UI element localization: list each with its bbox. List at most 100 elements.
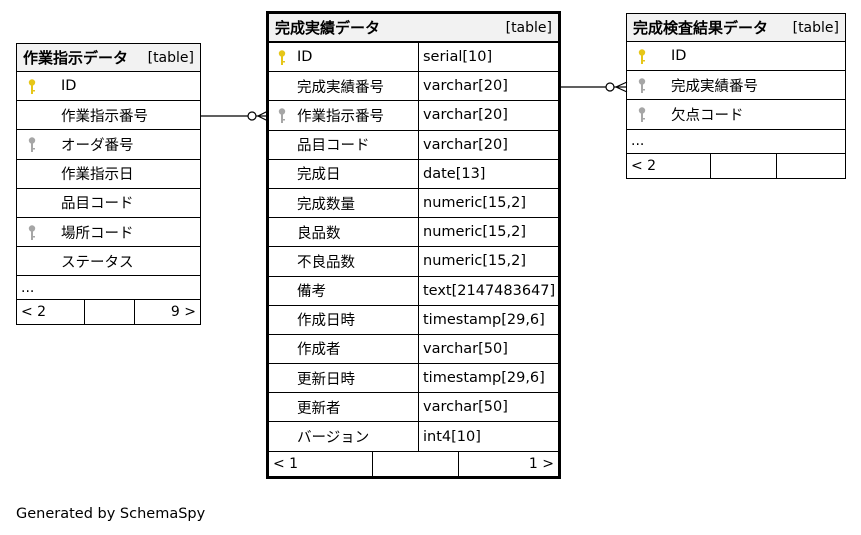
column-name-cell: 作成日時 <box>269 306 418 334</box>
more-columns[interactable]: ... <box>17 276 200 301</box>
column-name: 品目コード <box>61 196 134 213</box>
column-name: 完成実績番号 <box>297 79 384 96</box>
column-type: timestamp[29,6] <box>423 311 545 328</box>
children-count[interactable]: 1 > <box>528 455 554 472</box>
column-name: 作業指示番号 <box>297 108 384 125</box>
table-row[interactable]: ID <box>627 42 845 72</box>
column-name: 作成者 <box>297 342 341 359</box>
column-name-cell: 作業指示番号 <box>17 101 200 129</box>
column-name-cell: 品目コード <box>17 189 200 217</box>
table-kansei-kensa-kekka[interactable]: 完成検査結果データ [table] ID 完成実績番号欠点コード ... < 2 <box>626 13 846 179</box>
table-row[interactable]: 更新者 varchar[50] <box>269 393 558 423</box>
column-type-cell: numeric[15,2] <box>418 247 558 276</box>
generated-by-label: Generated by SchemaSpy <box>16 506 206 522</box>
table-row[interactable]: 完成実績番号 <box>627 71 845 101</box>
crows-foot-icon <box>257 110 269 117</box>
table-row[interactable]: 品目コード <box>17 189 200 218</box>
table-row[interactable]: 作業指示番号 <box>17 101 200 131</box>
table-row[interactable]: ステータス <box>17 247 200 277</box>
column-name-cell: 不良品数 <box>269 247 418 275</box>
column-type: varchar[50] <box>423 340 508 357</box>
column-type-cell: timestamp[29,6] <box>418 305 558 334</box>
table-footer: < 2 9 > <box>17 300 200 325</box>
column-type-cell: varchar[50] <box>418 393 558 422</box>
column-name-cell: 完成実績番号 <box>269 72 418 100</box>
relationship-right[interactable] <box>561 81 628 93</box>
column-type: serial[10] <box>423 49 493 66</box>
column-name-cell: 完成日 <box>269 160 418 188</box>
column-type-cell: int4[10] <box>418 422 558 451</box>
children-count[interactable]: 9 > <box>170 304 196 321</box>
column-type: varchar[20] <box>423 78 508 95</box>
foreign-key-icon <box>278 108 286 124</box>
column-name: 良品数 <box>297 225 341 242</box>
footer-spacer <box>373 451 459 476</box>
relationship-left[interactable] <box>201 110 269 122</box>
column-name-cell: 完成実績番号 <box>627 71 845 99</box>
table-row[interactable]: 欠点コード <box>627 100 845 130</box>
column-name-cell: 欠点コード <box>627 100 845 128</box>
column-name-cell: ID <box>17 72 200 100</box>
table-row[interactable]: 完成数量 numeric[15,2] <box>269 188 558 219</box>
table-row[interactable]: 不良品数 numeric[15,2] <box>269 247 558 277</box>
column-name: 完成実績番号 <box>671 78 758 95</box>
table-row[interactable]: ID serial[10] <box>269 43 558 73</box>
table-row[interactable]: 完成実績番号 varchar[20] <box>269 72 558 102</box>
parents-count[interactable]: < 2 <box>627 153 711 178</box>
primary-key-icon <box>28 79 36 94</box>
column-name: 不良品数 <box>297 254 355 271</box>
parents-count[interactable]: < 1 <box>269 451 373 476</box>
footer-spacer <box>85 300 135 325</box>
column-type-cell: serial[10] <box>418 43 558 72</box>
column-name: 完成数量 <box>297 196 355 213</box>
column-name-cell: 完成数量 <box>269 189 418 217</box>
column-name-cell: 備考 <box>269 277 418 305</box>
foreign-key-icon <box>638 78 646 94</box>
table-row[interactable]: ID <box>17 72 200 102</box>
table-row[interactable]: オーダ番号 <box>17 130 200 160</box>
table-kind: [table] <box>147 49 194 66</box>
column-name: ステータス <box>61 254 134 271</box>
parents-count[interactable]: < 2 <box>17 300 85 325</box>
more-columns[interactable]: ... <box>627 130 845 154</box>
column-type-cell: text[2147483647] <box>418 276 558 305</box>
column-name-cell: 場所コード <box>17 218 200 246</box>
column-type: varchar[20] <box>423 136 508 153</box>
column-type-cell: numeric[15,2] <box>418 218 558 247</box>
column-type-cell: varchar[50] <box>418 334 558 364</box>
column-name-cell: 作業指示番号 <box>269 101 418 129</box>
table-kind: [table] <box>792 19 839 36</box>
zero-optional-icon <box>247 111 257 121</box>
table-name: 作業指示データ <box>23 49 129 67</box>
column-name: 作成日時 <box>297 313 355 330</box>
table-row[interactable]: 場所コード <box>17 218 200 248</box>
column-name-cell: 作成者 <box>269 335 418 363</box>
table-row[interactable]: 作業指示日 <box>17 160 200 189</box>
column-name: 更新者 <box>297 400 341 417</box>
table-row[interactable]: 作成日時 timestamp[29,6] <box>269 305 558 335</box>
table-name: 完成検査結果データ <box>633 19 769 37</box>
table-header: 作業指示データ [table] <box>17 44 200 72</box>
column-name: 更新日時 <box>297 371 355 388</box>
foreign-key-icon <box>638 107 646 123</box>
column-type: text[2147483647] <box>423 282 556 299</box>
table-row[interactable]: 良品数 numeric[15,2] <box>269 218 558 248</box>
table-row[interactable]: 完成日 date[13] <box>269 159 558 189</box>
column-type: date[13] <box>423 165 486 182</box>
column-type: numeric[15,2] <box>423 195 526 212</box>
column-type-cell: varchar[20] <box>418 130 558 159</box>
column-name-cell: 更新日時 <box>269 364 418 392</box>
table-row[interactable]: 備考 text[2147483647] <box>269 276 558 306</box>
column-name: ID <box>297 49 313 66</box>
table-row[interactable]: 作成者 varchar[50] <box>269 334 558 365</box>
footer-spacer <box>711 153 777 178</box>
column-name-cell: ID <box>627 42 845 70</box>
table-header: 完成実績データ [table] <box>269 14 558 43</box>
table-kansei-jisseki[interactable]: 完成実績データ [table] ID serial[10] 完成実績番号 varcha… <box>266 11 561 479</box>
